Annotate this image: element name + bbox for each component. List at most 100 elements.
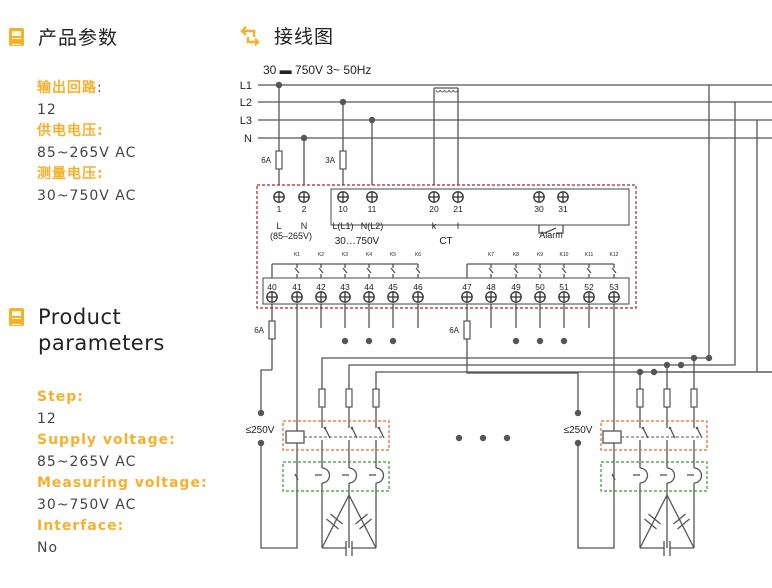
l3-feed: [375, 371, 772, 400]
coil-feed-wire: [260, 369, 272, 413]
terminal-51: [558, 291, 570, 303]
continuation-dot: [365, 337, 373, 345]
param-label: 输出回路:: [37, 80, 102, 96]
terminal-function-label: N: [301, 221, 308, 231]
terminal-21: [452, 191, 464, 203]
contactor-coil: [285, 430, 305, 444]
relay-contact: [513, 267, 519, 274]
thermal-relay-element: [666, 467, 676, 484]
terminal-44: [363, 291, 375, 303]
terminal-10: [337, 191, 349, 203]
swap-arrows-icon: [240, 25, 260, 46]
continuation-dot: [503, 434, 511, 442]
wiring-title: 接线图: [274, 26, 335, 48]
relay-label-k10: K10: [560, 252, 569, 258]
thermal-relay-element: [321, 467, 331, 484]
terminal-43: [339, 291, 351, 303]
terminal-number: 48: [486, 282, 496, 292]
terminal-41: [291, 291, 303, 303]
terminal-number: 46: [413, 282, 423, 292]
param-value: 12: [37, 410, 57, 427]
param-label: Supply voltage:: [37, 432, 176, 448]
fuse-6a-label: 6A: [449, 326, 459, 335]
alarm-label: Alarm: [539, 230, 563, 240]
contact-pivot: [641, 426, 645, 430]
capacitor-plate: [355, 513, 368, 525]
terminal-number: 49: [511, 282, 521, 292]
contactor-fuse: [318, 388, 326, 408]
document-icon: [9, 308, 24, 326]
terminal-number: 42: [316, 282, 326, 292]
relay-contact: [415, 267, 421, 274]
capacitor-plate: [677, 518, 690, 530]
relay-contact: [488, 267, 494, 274]
fuse-6a-label: 6A: [261, 156, 271, 165]
terminal-30: [533, 191, 545, 203]
supply-spec-label: 30 ▬ 750V 3~ 50Hz: [263, 63, 371, 77]
ct-coil: [439, 89, 445, 93]
capacitor-delta: [639, 493, 695, 549]
terminal-number: 41: [292, 282, 302, 292]
contactor-contact: [378, 427, 385, 439]
fuse-3a-label: 3A: [325, 156, 335, 165]
relay-contact: [611, 267, 617, 274]
terminal-function-label: L: [276, 221, 281, 231]
continuation-dot: [341, 337, 349, 345]
params-en-list: Step: 12 Supply voltage: 85~265V AC Meas…: [37, 387, 208, 559]
capacitor-plate: [644, 518, 657, 530]
terminal-48: [485, 291, 497, 303]
relay-label-k6: K6: [415, 252, 421, 258]
relay-contact: [366, 267, 372, 274]
contact-pivot: [323, 426, 327, 430]
contactor-voltage-label: ≤250V: [246, 425, 275, 436]
junction-dot: [257, 439, 265, 447]
terminal-function-label: N(L2): [361, 221, 384, 231]
junction-dot: [339, 98, 347, 106]
param-label: Step:: [37, 389, 84, 405]
junction-dot: [650, 368, 658, 376]
aux-contact: [611, 473, 616, 481]
thermal-relay-outline: [600, 461, 708, 492]
contact-pivot: [350, 426, 354, 430]
junction-dot: [705, 354, 713, 362]
contact-pivot: [668, 426, 672, 430]
terminal-1: [273, 191, 285, 203]
output-terminal-block: [262, 277, 630, 305]
params-en-title: Product parameters: [38, 305, 165, 355]
continuation-dot: [536, 337, 544, 345]
voltage-range-label: 30…750V: [335, 236, 380, 247]
terminal-number: 1: [277, 204, 282, 214]
param-value: 85~265V AC: [37, 144, 137, 161]
terminal-number: 47: [462, 282, 472, 292]
continuation-dot: [479, 434, 487, 442]
contactor-voltage-label: ≤250V: [564, 425, 593, 436]
terminal-function-label: k: [432, 221, 437, 231]
terminal-20: [428, 191, 440, 203]
relay-label-k12: K12: [610, 252, 619, 258]
relay-contact: [561, 267, 567, 274]
terminal-46: [412, 291, 424, 303]
terminal-number: 40: [267, 282, 277, 292]
wiring-header: 接线图: [240, 22, 334, 49]
ct-label: CT: [439, 236, 452, 247]
param-value: 12: [37, 101, 57, 118]
l2-feed: [348, 102, 736, 400]
thermal-relay-element: [348, 467, 358, 484]
thermal-relay-element: [375, 467, 385, 484]
relay-contact: [537, 267, 543, 274]
capacitor-plate: [673, 513, 686, 525]
ct-coil: [435, 89, 441, 93]
alarm-contact: [544, 227, 557, 234]
alarm-wire: [538, 225, 545, 234]
ct-coil: [448, 89, 454, 93]
terminal-number: 50: [535, 282, 545, 292]
coil-return-wire: [260, 304, 298, 549]
relay-label-k7: K7: [488, 252, 494, 258]
measure-terminal-block: [330, 188, 630, 226]
terminal-45: [387, 291, 399, 303]
param-value: 30~750V AC: [37, 496, 137, 513]
junction-dot: [636, 368, 644, 376]
capacitor-plate: [359, 518, 372, 530]
terminal-function-label: l: [457, 221, 459, 231]
continuation-dot: [560, 337, 568, 345]
